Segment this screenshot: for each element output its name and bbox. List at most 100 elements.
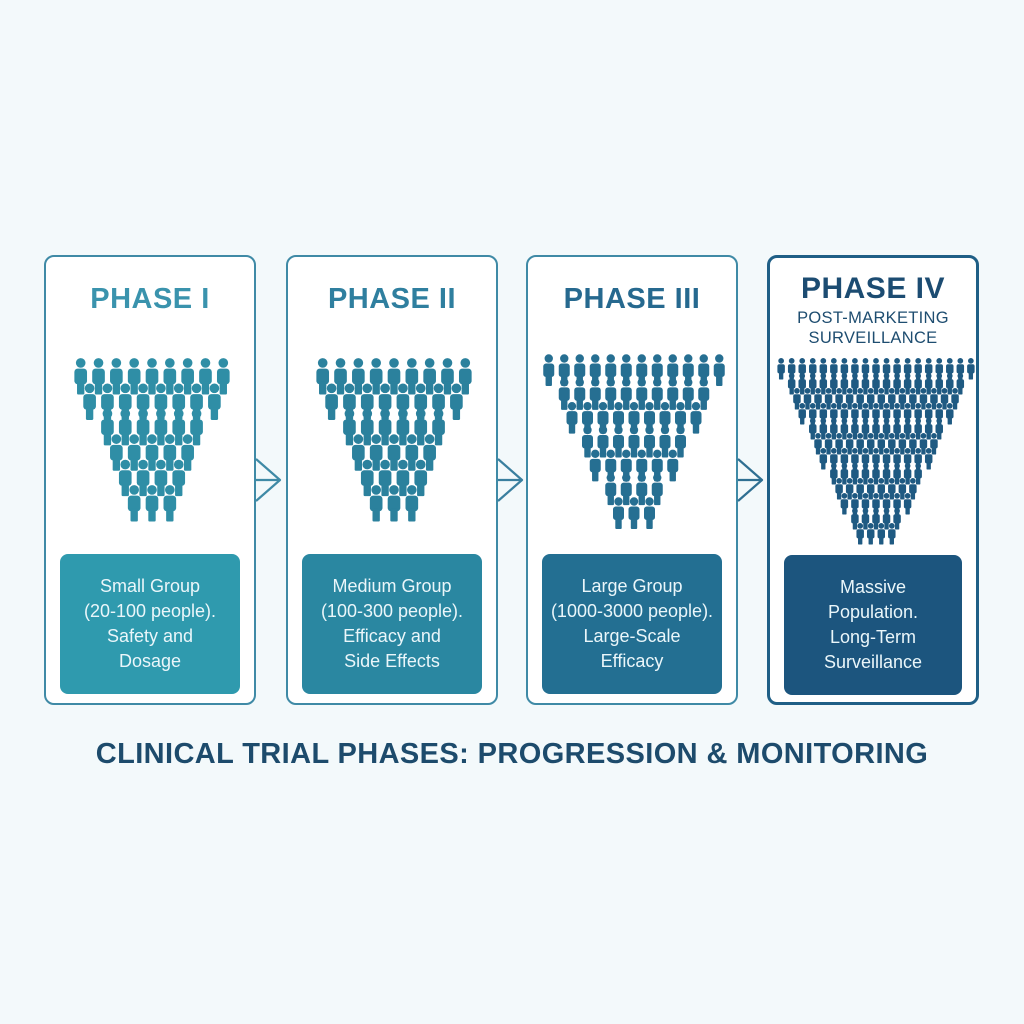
person-icon — [824, 433, 833, 455]
person-icon — [316, 358, 330, 395]
phase-title: PHASE IV — [800, 272, 946, 305]
person-icon — [856, 433, 864, 455]
person-icon — [644, 425, 655, 458]
person-icon — [851, 463, 859, 485]
person-icon — [110, 434, 123, 471]
phase-description-box: Large Group (1000-3000 people). Large-Sc… — [542, 554, 722, 694]
person-icon — [845, 433, 854, 455]
person-icon — [903, 373, 912, 395]
person-icon — [613, 425, 624, 458]
person-icon — [405, 434, 419, 471]
person-icon — [118, 459, 132, 497]
person-icon — [872, 373, 880, 395]
person-icon — [698, 378, 710, 410]
people-group-icon — [316, 358, 472, 522]
person-icon — [851, 373, 859, 395]
person-icon — [861, 418, 870, 440]
person-icon — [877, 478, 886, 500]
person-icon — [877, 433, 886, 455]
person-icon — [352, 358, 365, 395]
person-icon — [387, 434, 401, 471]
phase-card-3: PHASE III Large Group (1000-3000 people)… — [526, 255, 738, 705]
person-icon — [644, 497, 655, 529]
person-icon — [628, 425, 640, 458]
person-icon — [396, 459, 410, 497]
person-icon — [334, 358, 347, 395]
person-icon — [845, 388, 854, 410]
person-icon — [856, 478, 864, 500]
person-icon — [882, 418, 891, 440]
phase-description: Medium Group (100-300 people). Efficacy … — [320, 576, 464, 671]
person-icon — [566, 401, 578, 434]
person-icon — [856, 523, 864, 545]
person-icon — [605, 378, 617, 410]
person-icon — [360, 459, 374, 497]
person-icon — [127, 485, 141, 522]
person-icon — [352, 434, 365, 471]
person-icon — [405, 485, 419, 522]
person-icon — [803, 388, 812, 410]
person-icon — [924, 448, 933, 470]
person-icon — [877, 388, 886, 410]
person-icon — [903, 463, 912, 485]
person-icon — [924, 373, 933, 395]
person-icon — [893, 463, 901, 485]
person-icon — [851, 508, 859, 530]
person-icon — [118, 408, 132, 446]
person-icon — [659, 425, 671, 458]
phase-title: PHASE III — [563, 283, 701, 315]
person-icon — [387, 485, 401, 522]
person-icon — [861, 373, 870, 395]
person-icon — [589, 378, 601, 410]
person-icon — [414, 459, 428, 497]
person-icon — [378, 459, 392, 497]
phase-description: Massive Population. Long-Term Surveillan… — [823, 577, 923, 672]
person-icon — [667, 378, 679, 410]
person-icon — [777, 358, 785, 380]
person-icon — [369, 358, 383, 395]
person-icon — [651, 378, 663, 410]
person-icon — [172, 459, 186, 497]
arrow-right-icon — [255, 458, 282, 502]
phase-card-2: PHASE II Medium Group (100-300 people). … — [286, 255, 498, 705]
arrow-right-icon — [737, 458, 764, 502]
person-icon — [154, 408, 168, 446]
person-icon — [190, 408, 203, 446]
person-icon — [919, 388, 928, 410]
person-icon — [636, 378, 648, 410]
person-icon — [951, 388, 959, 410]
person-icon — [809, 418, 817, 440]
person-icon — [835, 433, 843, 455]
person-icon — [92, 358, 105, 395]
person-icon — [882, 463, 891, 485]
person-icon — [101, 408, 114, 446]
person-icon — [830, 463, 838, 485]
person-icon — [396, 408, 410, 446]
person-icon — [882, 508, 891, 530]
person-icon — [866, 523, 875, 545]
person-icon — [819, 448, 828, 470]
person-icon — [83, 383, 96, 420]
person-icon — [325, 383, 338, 420]
person-icon — [930, 388, 938, 410]
person-icon — [450, 383, 463, 420]
person-icon — [675, 425, 686, 458]
phase-title: PHASE II — [327, 283, 457, 315]
person-icon — [181, 434, 194, 471]
person-icon — [898, 478, 907, 500]
person-icon — [613, 497, 624, 529]
person-icon — [387, 358, 401, 395]
person-icon — [909, 478, 917, 500]
person-icon — [935, 418, 943, 440]
person-icon — [851, 418, 859, 440]
person-icon — [423, 434, 436, 471]
person-icon — [208, 383, 221, 420]
person-icon — [343, 408, 356, 446]
person-icon — [543, 354, 555, 386]
person-icon — [163, 434, 177, 471]
person-icon — [651, 473, 663, 506]
person-icon — [872, 463, 880, 485]
person-icon — [819, 418, 828, 440]
person-icon — [888, 523, 896, 545]
person-icon — [145, 434, 159, 471]
